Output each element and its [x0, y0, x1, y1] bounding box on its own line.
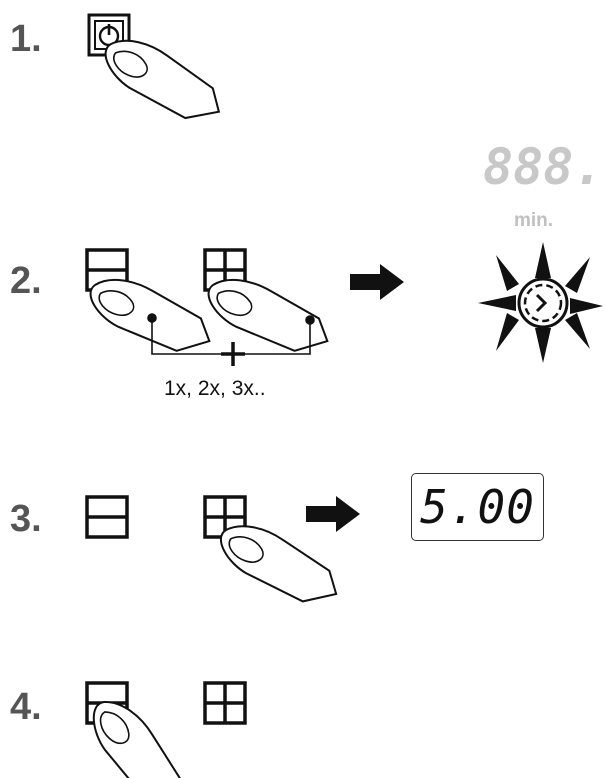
step-number-4: 4. [10, 686, 42, 728]
minus-button-icon [85, 495, 129, 539]
finger-icon [95, 35, 230, 125]
repeat-caption: 1x, 2x, 3x.. [164, 377, 266, 400]
lcd-value: 5.00 [420, 480, 535, 534]
press-both-connector [147, 313, 315, 355]
dim-display-digits: 888. [483, 138, 604, 196]
step-number-1: 1. [10, 18, 42, 60]
plus-button-icon [203, 681, 247, 725]
step-number-2: 2. [10, 260, 42, 302]
blinking-timer-icon [478, 242, 603, 363]
plus-sign-icon [221, 342, 245, 366]
lcd-display: 5.00 [411, 473, 544, 541]
finger-icon [203, 277, 333, 355]
arrow-right-icon [306, 496, 360, 532]
step-number-3: 3. [10, 498, 42, 540]
finger-icon [212, 521, 345, 607]
arrow-right-icon [350, 264, 404, 300]
display-unit: min. [514, 210, 554, 231]
